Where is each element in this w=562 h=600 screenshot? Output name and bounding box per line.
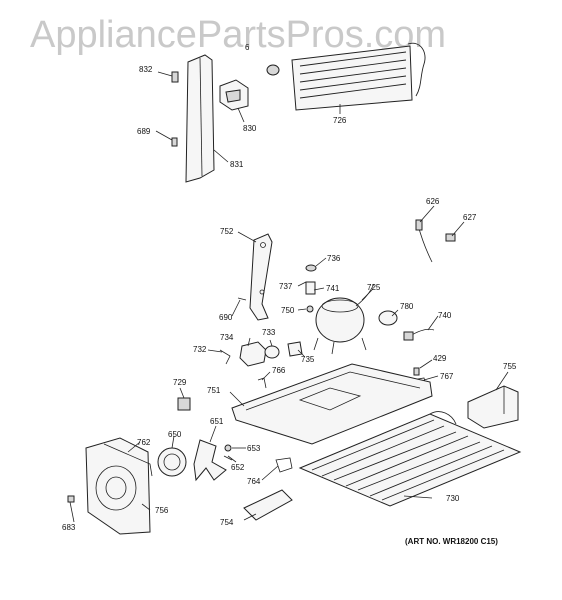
label-767: 767 — [440, 372, 454, 381]
part-736-grommet — [305, 264, 317, 272]
art-number: (ART NO. WR18200 C15) — [405, 537, 498, 546]
label-729: 729 — [173, 378, 187, 387]
label-755: 755 — [503, 362, 517, 371]
label-751: 751 — [207, 386, 221, 395]
part-752-strap — [249, 233, 273, 321]
part-732-clip — [219, 349, 231, 365]
part-734-capacitor — [239, 341, 267, 367]
part-labels: 832 689 831 830 6 726 626 627 752 736 73… — [62, 43, 517, 532]
label-732: 732 — [193, 345, 207, 354]
part-429-screw — [413, 367, 420, 376]
part-689-screw — [171, 137, 178, 147]
label-740: 740 — [438, 311, 452, 320]
label-652: 652 — [231, 463, 245, 472]
label-735: 735 — [301, 355, 315, 364]
label-730: 730 — [446, 494, 460, 503]
watermark: AppliancePartsPros.com — [30, 14, 447, 56]
label-832: 832 — [139, 65, 153, 74]
part-764-clip — [275, 457, 293, 473]
label-6: 6 — [245, 43, 250, 52]
label-737: 737 — [279, 282, 293, 291]
label-830: 830 — [243, 124, 257, 133]
part-626-harness — [415, 219, 433, 263]
label-831: 831 — [230, 160, 244, 169]
part-754-pan — [243, 489, 293, 521]
part-729-block — [177, 397, 191, 411]
part-762-gasket — [103, 443, 153, 477]
part-830-clamp — [219, 79, 249, 111]
label-762: 762 — [137, 438, 151, 447]
label-734: 734 — [220, 333, 234, 342]
leader-lines — [69, 71, 509, 523]
part-741-sleeve — [305, 281, 316, 295]
part-750-pin — [306, 305, 314, 313]
label-764: 764 — [247, 477, 261, 486]
label-653: 653 — [247, 444, 261, 453]
part-756-shroud — [85, 437, 151, 535]
part-780-relay — [378, 310, 398, 326]
label-736: 736 — [327, 254, 341, 263]
label-429: 429 — [433, 354, 447, 363]
part-653-nut — [224, 444, 232, 452]
part-831-bracket — [185, 54, 215, 183]
part-650-motor — [157, 447, 187, 477]
label-741: 741 — [326, 284, 340, 293]
part-726-condenser — [291, 42, 426, 111]
part-651-fan — [193, 439, 227, 482]
label-754: 754 — [220, 518, 234, 527]
part-627-clip — [445, 233, 456, 242]
part-6-fitting — [266, 64, 280, 76]
part-683-screw — [67, 495, 75, 503]
label-733: 733 — [262, 328, 276, 337]
label-725: 725 — [367, 283, 381, 292]
label-683: 683 — [62, 523, 76, 532]
label-766: 766 — [272, 366, 286, 375]
label-690: 690 — [219, 313, 233, 322]
part-725-compressor — [313, 283, 375, 355]
part-652-clip — [223, 455, 233, 461]
label-651: 651 — [210, 417, 224, 426]
label-780: 780 — [400, 302, 414, 311]
label-726: 726 — [333, 116, 347, 125]
part-832-screw — [171, 71, 179, 83]
label-756: 756 — [155, 506, 169, 515]
part-690-screw — [237, 297, 247, 301]
part-751-base — [231, 363, 433, 445]
part-733-overload — [264, 345, 280, 359]
label-689: 689 — [137, 127, 151, 136]
part-755-bracket — [467, 385, 519, 429]
label-627: 627 — [463, 213, 477, 222]
label-626: 626 — [426, 197, 440, 206]
part-740-cord — [403, 328, 435, 341]
part-730-coil — [298, 411, 522, 507]
label-752: 752 — [220, 227, 234, 236]
label-750: 750 — [281, 306, 295, 315]
part-735-cover — [287, 341, 303, 357]
label-650: 650 — [168, 430, 182, 439]
